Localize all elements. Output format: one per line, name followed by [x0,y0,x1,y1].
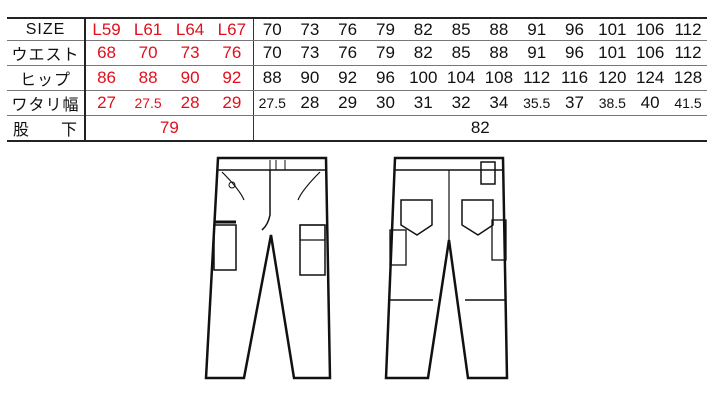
size-cell: 128 [669,65,707,91]
size-cell: 70 [253,40,291,66]
size-cell: 112 [517,65,556,91]
size-cell-red: 73 [169,40,212,66]
size-cell: 106 [631,17,670,41]
size-cell: 82 [404,40,443,66]
size-cell: 104 [442,65,480,91]
size-cell: 88 [479,17,518,41]
size-cell: 41.5 [669,90,707,116]
size-cell: 73 [290,40,329,66]
size-cell: 27.5 [253,90,291,116]
size-cell: 116 [555,65,594,91]
size-cell: 82 [404,17,443,41]
size-cell-red: 27.5 [127,90,170,116]
size-cell-red: 90 [169,65,212,91]
size-cell: 79 [366,17,405,41]
pants-front-illustration [204,156,332,380]
size-cell-red: 28 [169,90,212,116]
size-cell-red: L61 [127,17,170,41]
size-cell: 70 [253,17,291,41]
size-cell-red: 88 [127,65,170,91]
pants-back-illustration [384,156,509,380]
size-cell: 79 [366,40,405,66]
row-label: 股 下 [7,115,87,142]
size-cell: 112 [669,40,707,66]
size-cell-red: 70 [127,40,170,66]
size-cell: 92 [328,65,367,91]
size-cell-red: 86 [85,65,128,91]
size-cell-red: 76 [211,40,254,66]
size-cell: 30 [366,90,405,116]
row-label: SIZE [7,17,87,41]
size-cell: 96 [555,17,594,41]
size-cell-red: 92 [211,65,254,91]
size-cell: 76 [328,17,367,41]
size-cell: 88 [253,65,291,91]
size-cell-red: 27 [85,90,128,116]
size-cell: 38.5 [593,90,632,116]
size-cell: 82 [253,115,707,142]
size-cell: 96 [555,40,594,66]
size-cell-red: 68 [85,40,128,66]
size-cell: 91 [517,17,556,41]
row-label: ヒップ [7,65,87,91]
size-cell-red: L59 [85,17,128,41]
size-cell: 34 [479,90,518,116]
size-cell: 37 [555,90,594,116]
size-cell: 76 [328,40,367,66]
row-label: ワタリ幅 [7,90,87,116]
size-cell: 120 [593,65,632,91]
size-cell: 28 [290,90,329,116]
size-cell-red: 79 [85,115,254,142]
size-cell: 91 [517,40,556,66]
size-cell: 73 [290,17,329,41]
size-cell: 100 [404,65,443,91]
size-cell-red: 29 [211,90,254,116]
size-cell-red: L64 [169,17,212,41]
size-cell: 112 [669,17,707,41]
size-cell: 85 [442,40,480,66]
size-cell: 31 [404,90,443,116]
size-cell: 124 [631,65,670,91]
size-cell: 90 [290,65,329,91]
size-cell-red: L67 [211,17,254,41]
size-cell: 96 [366,65,405,91]
size-cell: 88 [479,40,518,66]
size-cell: 101 [593,17,632,41]
size-cell: 29 [328,90,367,116]
row-label: ウエスト [7,40,87,66]
size-cell: 101 [593,40,632,66]
size-cell: 35.5 [517,90,556,116]
size-cell: 106 [631,40,670,66]
size-cell: 32 [442,90,480,116]
size-cell: 108 [479,65,518,91]
size-cell: 85 [442,17,480,41]
size-cell: 40 [631,90,670,116]
